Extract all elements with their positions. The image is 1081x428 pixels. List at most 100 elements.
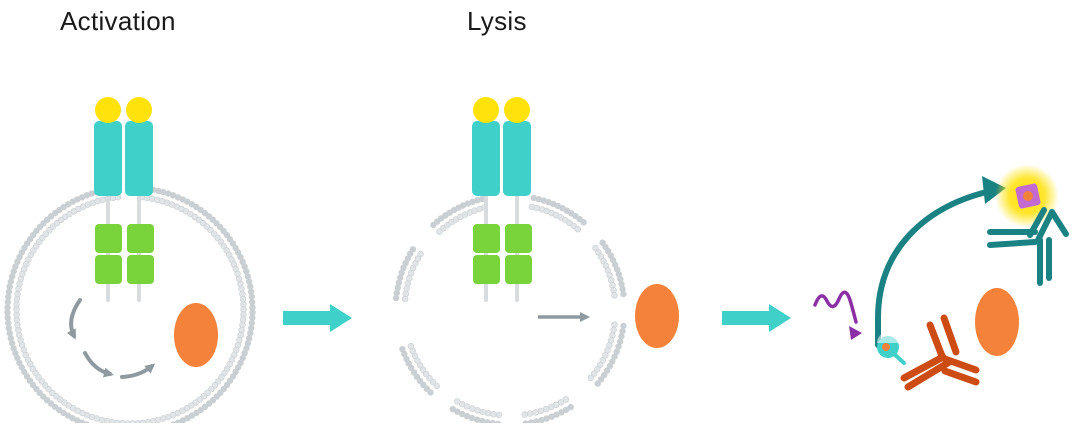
lipid-bead bbox=[226, 236, 234, 243]
lipid-bead bbox=[620, 290, 627, 298]
lipid-bead bbox=[221, 369, 228, 377]
lipid-bead bbox=[610, 326, 617, 334]
lipid-bead bbox=[479, 408, 486, 416]
lipid-bead bbox=[618, 333, 625, 340]
lipid-bead bbox=[26, 377, 34, 384]
lipid-bead bbox=[417, 250, 424, 258]
lipid-bead bbox=[611, 321, 618, 328]
lipid-bead bbox=[403, 285, 410, 292]
target-protein bbox=[174, 303, 218, 367]
flow-arrow bbox=[283, 304, 352, 332]
lipid-bead bbox=[409, 246, 417, 253]
kinase-domain bbox=[95, 224, 122, 253]
lipid-bead bbox=[4, 319, 12, 327]
receptor-extracellular-domain bbox=[125, 121, 153, 196]
lipid-bead bbox=[557, 399, 565, 406]
lipid-bead bbox=[99, 196, 107, 204]
kinase-domain bbox=[505, 255, 532, 284]
lipid-bead bbox=[484, 410, 492, 417]
lipid-bead bbox=[7, 335, 15, 342]
bound-protein bbox=[975, 288, 1019, 356]
lipid-bead bbox=[15, 285, 22, 293]
lipid-bead bbox=[574, 226, 581, 233]
lipid-bead bbox=[600, 371, 608, 379]
ligand-ball bbox=[473, 97, 499, 123]
lipid-bead bbox=[394, 284, 401, 291]
lipid-bead bbox=[590, 370, 598, 377]
lipid-bead bbox=[247, 330, 254, 337]
lipid-bead bbox=[148, 195, 156, 202]
lipid-bead bbox=[580, 219, 587, 226]
kinase-domain bbox=[127, 255, 154, 284]
lipid-bead bbox=[229, 373, 237, 380]
flow-arrow bbox=[722, 304, 791, 332]
lipid-bead bbox=[26, 236, 34, 243]
lipid-bead bbox=[538, 416, 545, 424]
lipid-bead bbox=[201, 209, 209, 217]
detection-dot bbox=[1023, 191, 1033, 201]
lipid-bead bbox=[217, 238, 225, 246]
lipid-bead bbox=[35, 374, 42, 381]
lipid-bead bbox=[47, 213, 55, 220]
lipid-bead bbox=[526, 410, 534, 417]
lipid-bead bbox=[419, 366, 427, 373]
lipid-bead bbox=[61, 399, 68, 406]
lipid-bead bbox=[53, 219, 61, 227]
lipid-bead bbox=[527, 419, 535, 426]
lipid-bead bbox=[16, 332, 23, 339]
lipid-bead bbox=[401, 295, 409, 303]
lipid-bead bbox=[237, 280, 244, 287]
curved-arrow bbox=[875, 187, 998, 348]
lipid-bead bbox=[249, 314, 256, 321]
signal-arrow bbox=[66, 298, 82, 340]
lipid-bead bbox=[196, 396, 204, 403]
lipid-bead bbox=[5, 324, 13, 332]
kinase-domain bbox=[127, 224, 154, 253]
lipid-bead bbox=[542, 405, 550, 413]
activation-title: Activation bbox=[60, 6, 176, 36]
lipid-bead bbox=[51, 403, 59, 411]
lipid-bead bbox=[562, 396, 570, 403]
capture-bead bbox=[877, 332, 906, 365]
receptor-extracellular-domain bbox=[472, 121, 500, 196]
receptor-extracellular-domain bbox=[503, 121, 531, 196]
y-shaped-antibody-icon bbox=[987, 207, 1069, 286]
lipid-bead bbox=[537, 407, 544, 415]
cell-membrane bbox=[4, 185, 256, 428]
lipid-bead bbox=[594, 366, 601, 373]
lipid-bead bbox=[596, 361, 604, 368]
kinase-domain bbox=[95, 255, 122, 284]
lipid-bead bbox=[239, 316, 247, 323]
lipid-bead bbox=[32, 242, 40, 250]
lipid-bead bbox=[14, 321, 21, 329]
lipid-bead bbox=[402, 290, 409, 297]
signal-arrow bbox=[83, 351, 114, 378]
curved-arrow-head bbox=[982, 176, 1006, 204]
lysis-title: Lysis bbox=[467, 6, 527, 36]
lipid-bead bbox=[410, 369, 418, 376]
wavy-arrow-head bbox=[849, 326, 862, 340]
lipid-bead bbox=[23, 240, 31, 247]
y-shaped-antibody-icon bbox=[900, 314, 980, 391]
lipid-bead bbox=[609, 332, 616, 339]
wavy-arrow-icon bbox=[813, 290, 858, 324]
lipid-bead bbox=[532, 409, 539, 416]
lipid-bead bbox=[620, 322, 627, 330]
lipid-bead bbox=[238, 326, 245, 334]
lipid-bead bbox=[399, 346, 406, 353]
lipid-bead bbox=[197, 206, 204, 214]
receptor-dimer bbox=[472, 97, 532, 302]
lipid-bead bbox=[422, 370, 430, 378]
lipid-bead bbox=[449, 406, 456, 413]
lipid-bead bbox=[587, 374, 594, 381]
lipid-bead bbox=[51, 209, 59, 217]
lipid-bead bbox=[454, 398, 461, 405]
lipid-bead bbox=[223, 231, 231, 239]
lipid-bead bbox=[407, 342, 415, 350]
lipid-bead bbox=[490, 411, 497, 418]
lipid-bead bbox=[426, 374, 433, 382]
lipid-bead bbox=[619, 328, 626, 335]
lipid-bead bbox=[433, 382, 440, 390]
